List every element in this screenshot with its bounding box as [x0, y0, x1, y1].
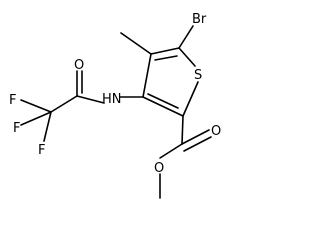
sulfur-label: S	[194, 68, 202, 83]
bond-cf3-f-top	[20, 111, 52, 126]
bond-ester-c-o-double-inner	[183, 136, 212, 152]
fluorine-top-label: F	[9, 93, 16, 108]
bond-c3-c4	[142, 53, 152, 98]
bromine-label: Br	[192, 12, 207, 27]
bond-c5-s	[178, 47, 196, 67]
bond-carbonyl-cf3	[50, 95, 78, 113]
bond-n-carbonyl	[76, 95, 105, 104]
amide-oxygen-label: O	[74, 58, 84, 73]
bond-c5-br	[178, 25, 194, 49]
bond-c2-c3-inner	[147, 93, 179, 109]
bond-c4-c5-inner	[154, 55, 178, 61]
fluorine-lower-label: F	[38, 143, 45, 158]
chemical-structure-diagram: Br S O HN F F F O O	[9, 12, 221, 199]
bond-s-c2	[182, 81, 199, 117]
bond-c4-c5	[150, 47, 180, 55]
bond-ester-c-o-double	[181, 129, 210, 145]
fluorine-bottom-label: F	[13, 121, 20, 136]
bond-c4-methyl	[120, 32, 152, 55]
bond-c2-c3	[142, 96, 184, 117]
ester-oxygen-label: O	[154, 161, 164, 176]
amide-nitrogen-label: HN	[102, 92, 122, 107]
ester-carbonyl-oxygen-label: O	[211, 124, 221, 139]
bond-cf3-f-bottom	[43, 111, 52, 142]
bond-cf3-f-left	[20, 99, 52, 113]
bond-c2-ester-c	[181, 115, 184, 145]
bond-ester-c-o-single	[159, 143, 183, 159]
